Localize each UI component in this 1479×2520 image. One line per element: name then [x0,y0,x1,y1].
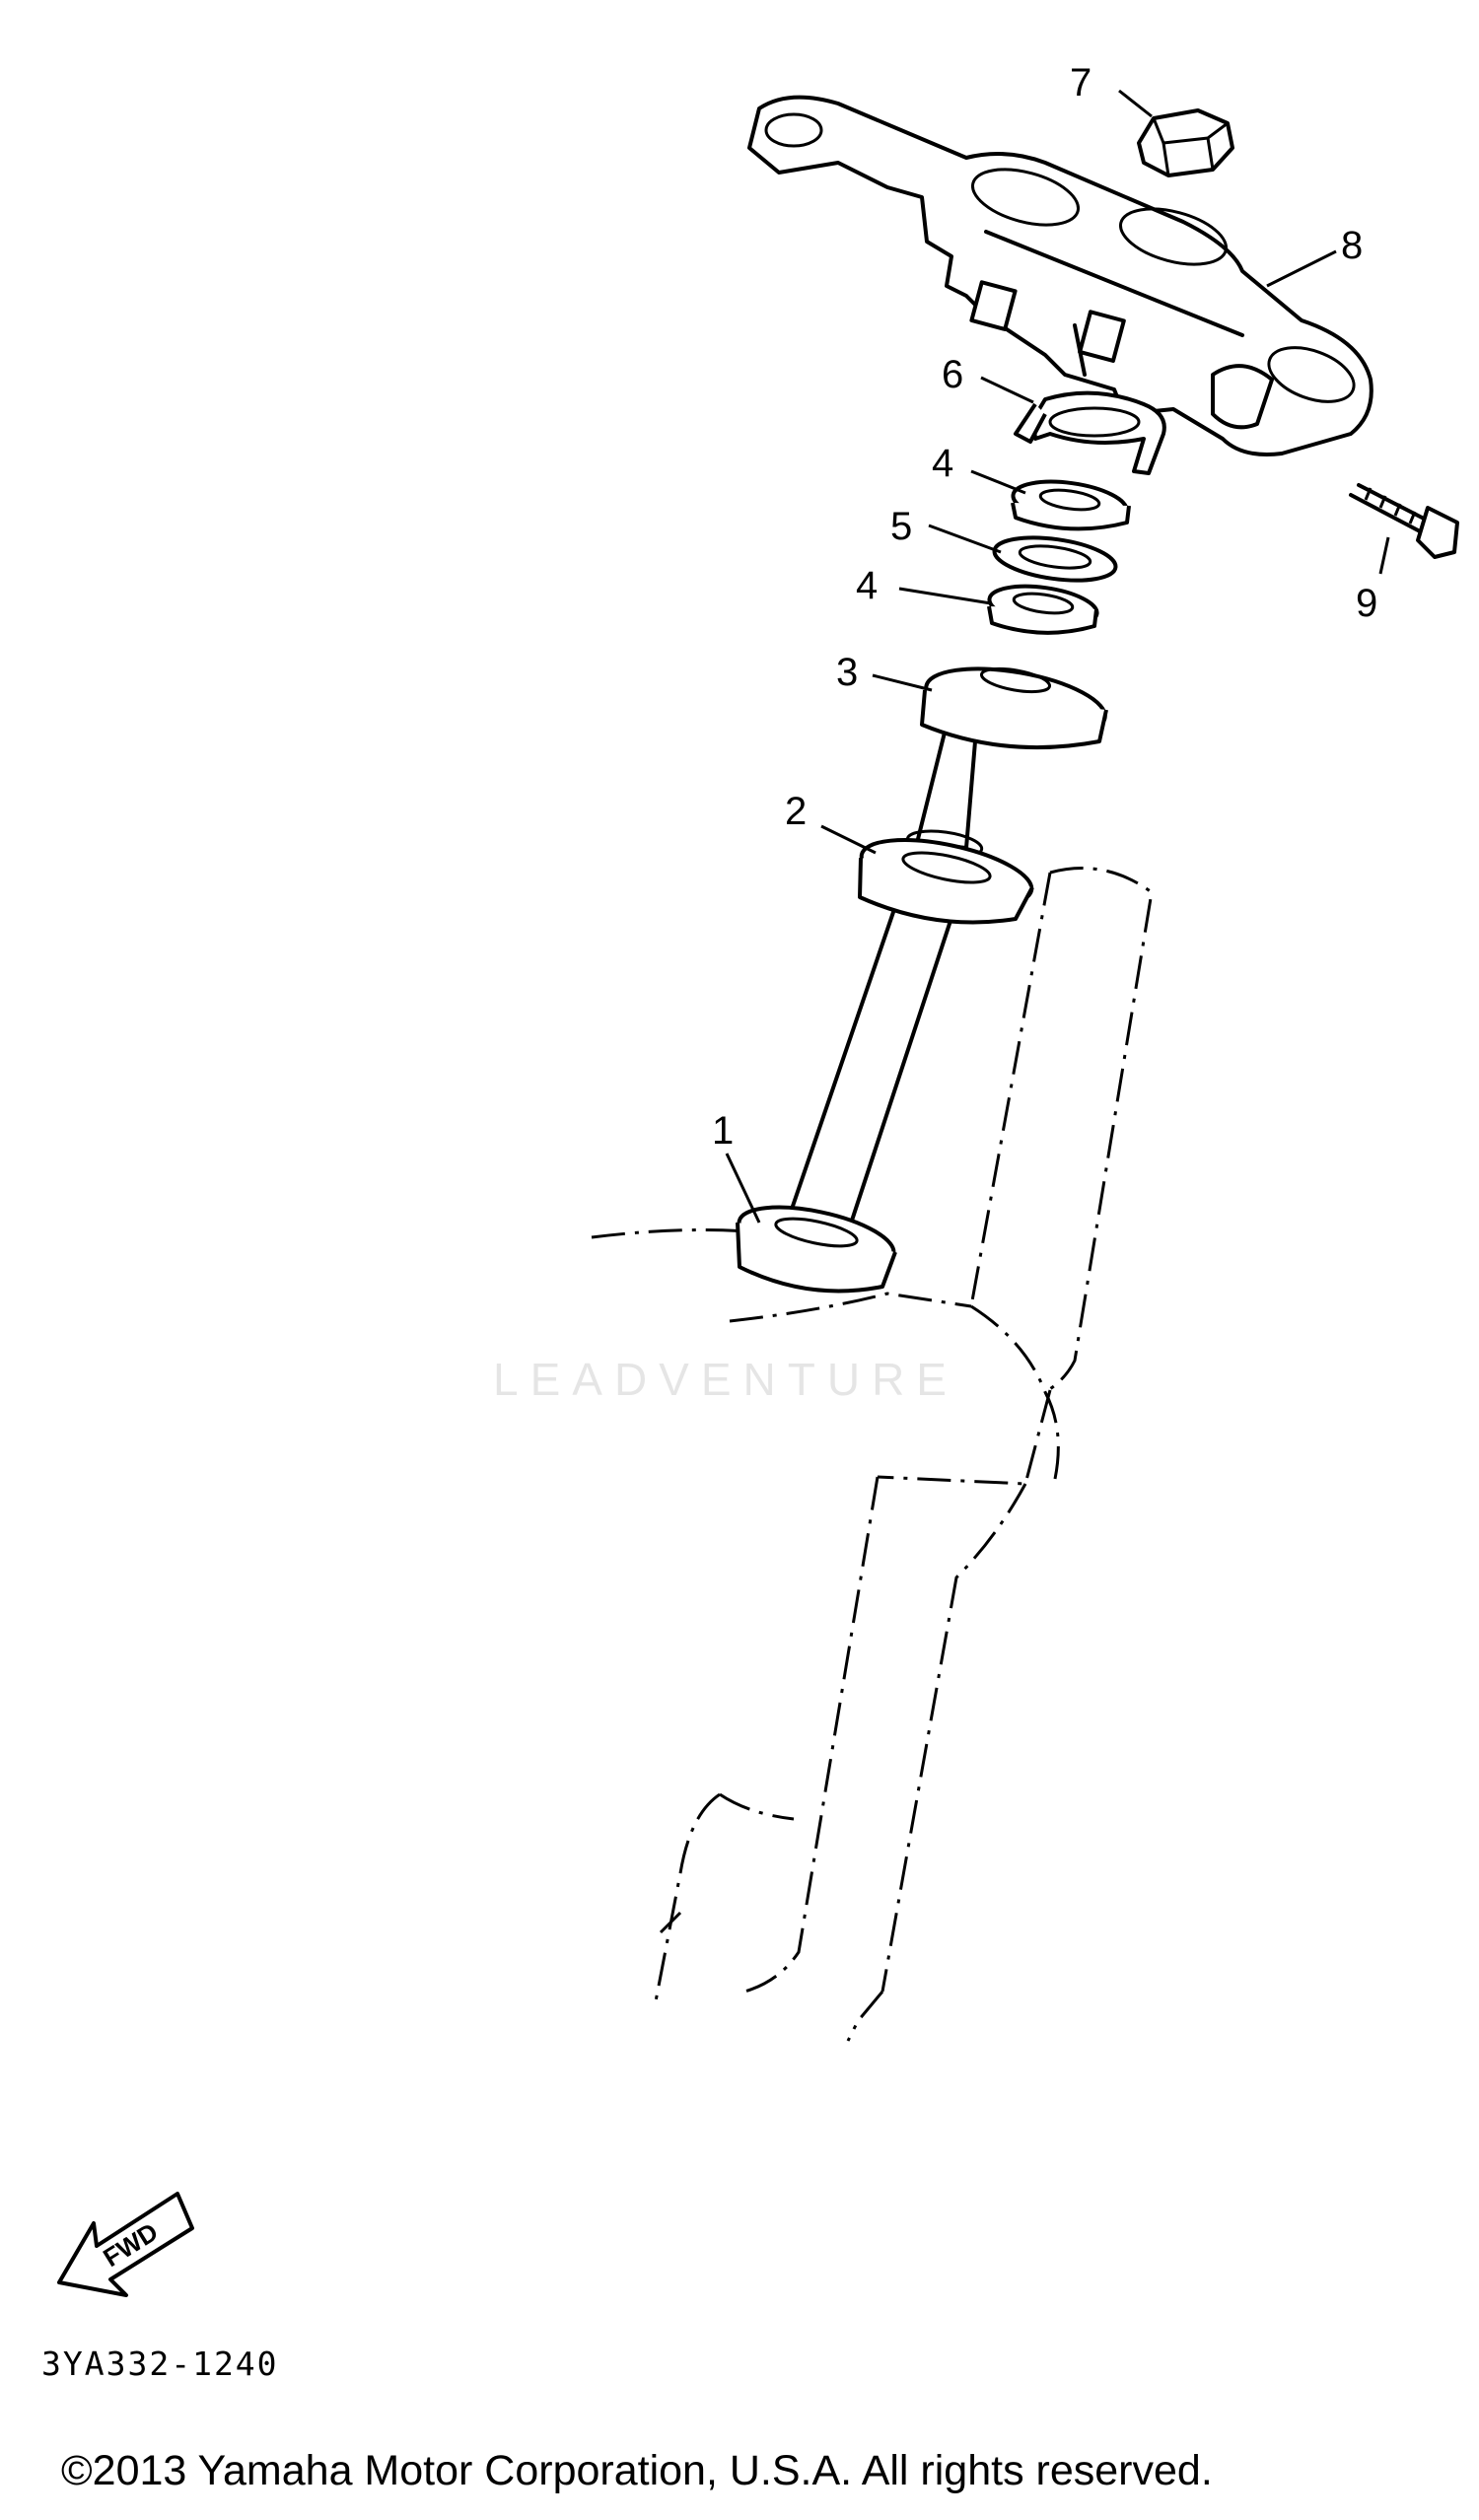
callout-4-upper: 4 [932,442,953,485]
callouts: 7 8 6 4 5 4 3 9 2 1 [712,61,1377,1153]
diagram-code: 3YA332-1240 [41,2345,279,2383]
watermark: LEADVENTURE [493,1354,958,1405]
copyright-notice: ©2013 Yamaha Motor Corporation, U.S.A. A… [61,2447,1213,2494]
ring-nut-lower [987,584,1099,635]
upper-bracket [747,95,1373,456]
pinch-bolt [1349,483,1459,559]
callout-7: 7 [1070,61,1092,105]
upper-dust-seal [920,666,1108,750]
callout-5: 5 [890,505,912,548]
callout-2: 2 [785,790,807,833]
lock-washer [1014,390,1166,475]
steering-stem [787,723,984,1234]
lower-bearing [736,1205,897,1294]
fwd-arrow-icon: FWD [57,2192,194,2297]
frame-outline [591,867,1154,2042]
upper-bearing [858,838,1034,925]
callout-3: 3 [836,651,858,694]
callout-6: 6 [942,353,963,396]
callout-1: 1 [712,1109,734,1153]
callout-4-lower: 4 [856,564,878,607]
ring-nut-upper [1011,479,1131,531]
callout-9: 9 [1356,582,1377,625]
washer [992,535,1118,583]
callout-8: 8 [1341,224,1363,267]
stem-nut [1137,108,1234,177]
leader-lines [725,89,1390,1224]
